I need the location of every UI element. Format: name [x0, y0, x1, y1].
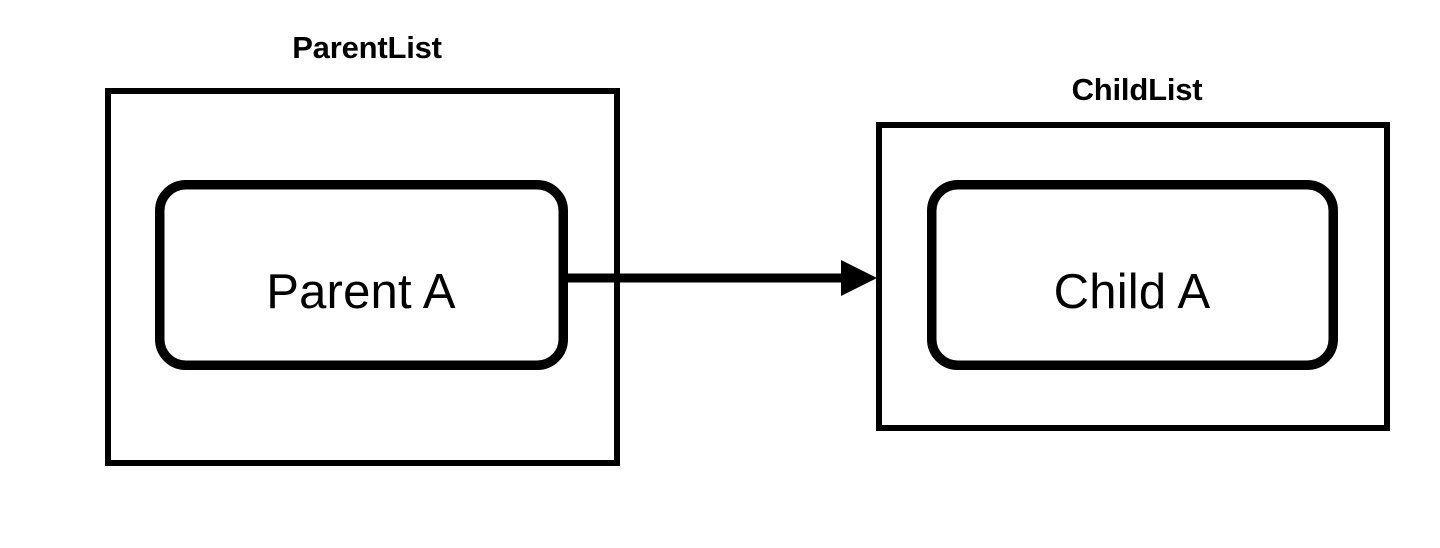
- group-title-parent-list: ParentList: [292, 30, 442, 65]
- edge-parent-a-to-child-a[interactable]: [565, 260, 877, 296]
- node-child-a-shape[interactable]: [927, 180, 1338, 370]
- node-parent-a[interactable]: Parent A: [155, 180, 568, 370]
- node-child-a[interactable]: Child A: [927, 180, 1338, 370]
- arrowhead-icon: [841, 260, 877, 296]
- group-title-child-list: ChildList: [1072, 72, 1203, 107]
- group-child-list[interactable]: ChildList Child A: [876, 72, 1390, 431]
- node-child-a-label: Child A: [1054, 265, 1211, 319]
- node-parent-a-shape[interactable]: [155, 180, 568, 370]
- node-parent-a-label: Parent A: [266, 265, 456, 319]
- group-parent-list[interactable]: ParentList Parent A: [105, 30, 620, 466]
